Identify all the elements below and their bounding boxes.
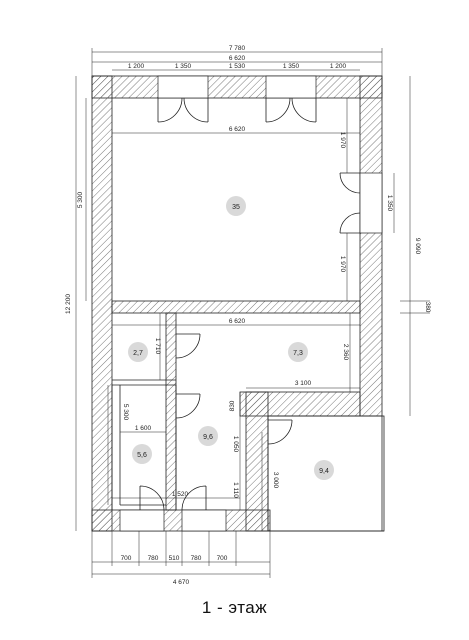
dim-bottom-seg-5: 700 xyxy=(217,555,228,562)
wall-bottom xyxy=(91,509,271,532)
floor-plan: 7 780 6 620 1 200 1 350 1 530 1 350 1 20… xyxy=(65,45,431,586)
dim-left-lower: 5 300 xyxy=(122,404,129,421)
wall-left xyxy=(91,75,113,532)
dim-left-upper: 5 300 xyxy=(77,191,84,208)
dim-right-upper-a: 1 970 xyxy=(339,132,346,149)
wall-top xyxy=(91,75,383,99)
wall-partition xyxy=(165,312,177,511)
walls xyxy=(91,75,383,532)
wall-right-upper xyxy=(359,75,383,417)
dim-left-overall: 12 200 xyxy=(65,294,72,314)
wall-inner-right xyxy=(245,391,269,532)
dim-top-overall: 7 780 xyxy=(229,45,246,52)
dim-top-inner: 6 620 xyxy=(229,55,246,62)
dim-1110: 1 110 xyxy=(232,482,239,498)
dim-top-seg-2: 1 350 xyxy=(175,63,192,70)
dim-top-seg-5: 1 200 xyxy=(330,63,347,70)
dim-hall-width: 6 620 xyxy=(229,126,246,133)
dim-top-seg-4: 1 350 xyxy=(283,63,300,70)
room-5-6: 5,6 xyxy=(132,444,152,464)
dim-bath-width: 1 600 xyxy=(135,425,152,432)
dimension-texts: 7 780 6 620 1 200 1 350 1 530 1 350 1 20… xyxy=(65,45,431,586)
dim-bottom-seg-1: 700 xyxy=(121,555,132,562)
svg-text:9,6: 9,6 xyxy=(203,434,213,441)
doors xyxy=(139,97,361,511)
door-top-left xyxy=(157,97,183,123)
dim-bottom-seg-3: 510 xyxy=(169,555,180,562)
door-top-right xyxy=(265,97,291,123)
dim-right-door: 1 350 xyxy=(386,195,393,212)
dim-top-seg-1: 1 200 xyxy=(128,63,145,70)
dim-corridor: 2 360 xyxy=(342,344,349,361)
floor-title: 1 - этаж xyxy=(201,598,268,617)
dim-room73-width: 3 100 xyxy=(295,380,312,387)
door-terrace xyxy=(267,419,293,445)
door-top-left-b xyxy=(183,97,209,123)
dim-right-overall: 9 090 xyxy=(414,238,421,255)
door-bath xyxy=(175,393,201,419)
dim-bottom-door: 1 520 xyxy=(172,491,189,498)
dim-bottom-seg-4: 780 xyxy=(191,555,202,562)
dim-top-seg-3: 1 530 xyxy=(229,63,246,70)
wall-middle xyxy=(111,300,361,314)
svg-text:7,3: 7,3 xyxy=(293,350,303,357)
terrace xyxy=(267,415,385,532)
room-2-7: 2,7 xyxy=(128,342,148,362)
door-right-b xyxy=(339,212,361,234)
dim-small-room-1: 1 710 xyxy=(154,338,161,355)
svg-text:9,4: 9,4 xyxy=(319,468,329,475)
dim-bottom-seg-2: 780 xyxy=(148,555,159,562)
right-door-opening xyxy=(359,172,383,234)
door-room-27 xyxy=(175,333,201,359)
top-windows xyxy=(157,75,317,99)
room-7-3: 7,3 xyxy=(288,342,308,362)
room-35: 35 xyxy=(226,196,246,216)
room-9-4: 9,4 xyxy=(314,460,334,480)
partitions xyxy=(111,379,177,510)
dim-right-small: 380 xyxy=(424,302,431,313)
dim-bottom-overall: 4 670 xyxy=(173,579,190,586)
door-right xyxy=(339,172,361,194)
dimension-lines xyxy=(75,48,430,578)
svg-text:2,7: 2,7 xyxy=(133,350,143,357)
dim-3000: 3 000 xyxy=(272,472,279,489)
dim-mid-width: 6 620 xyxy=(229,318,246,325)
room-9-6: 9,6 xyxy=(198,426,218,446)
dim-right-upper-b: 1 970 xyxy=(339,256,346,273)
bottom-openings xyxy=(119,509,227,532)
svg-text:5,6: 5,6 xyxy=(137,452,147,459)
dim-1050: 1 050 xyxy=(232,436,239,453)
room-markers: 35 2,7 7,3 9,6 5,6 9,4 xyxy=(128,196,334,480)
dim-830: 830 xyxy=(229,400,236,411)
svg-text:35: 35 xyxy=(232,204,240,211)
door-top-right-b xyxy=(291,97,317,123)
